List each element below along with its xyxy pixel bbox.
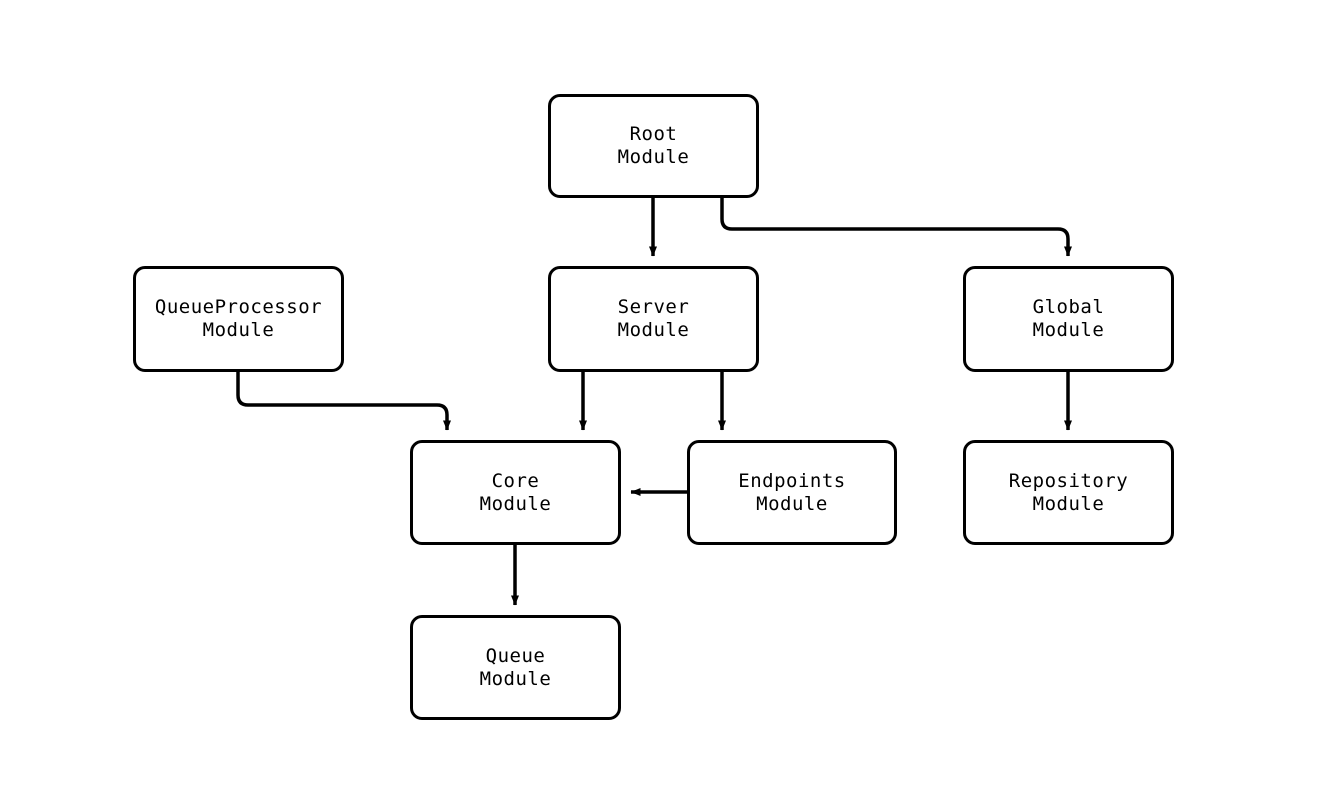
node-core-module[interactable]: Core Module	[410, 440, 621, 545]
edge-root-to-global	[720, 198, 1072, 257]
node-root-module-suffix: Module	[617, 146, 690, 168]
node-repository-module-suffix: Module	[1032, 492, 1105, 515]
node-endpoints-module-suffix: Module	[756, 492, 828, 515]
node-endpoints-module-name: Endpoints	[738, 469, 846, 492]
node-queue-module-name: Queue	[485, 644, 546, 667]
node-server-module[interactable]: Server Module	[548, 266, 759, 372]
node-root-module[interactable]: Root Module	[548, 94, 759, 198]
edge-queueprocessor-to-core	[236, 372, 451, 431]
node-core-module-suffix: Module	[479, 492, 552, 515]
node-queue-module[interactable]: Queue Module	[410, 615, 621, 720]
node-endpoints-module[interactable]: Endpoints Module	[687, 440, 897, 545]
node-queueprocessor-module-suffix: Module	[202, 319, 275, 341]
node-global-module-name: Global	[1032, 296, 1105, 318]
node-queueprocessor-module-name: QueueProcessor	[154, 296, 323, 318]
node-server-module-name: Server	[617, 296, 690, 318]
node-repository-module-name: Repository	[1008, 469, 1129, 492]
node-queueprocessor-module[interactable]: QueueProcessor Module	[133, 266, 344, 372]
node-root-module-name: Root	[629, 123, 678, 145]
node-queue-module-suffix: Module	[479, 667, 552, 690]
node-repository-module[interactable]: Repository Module	[963, 440, 1174, 545]
node-server-module-suffix: Module	[617, 319, 690, 341]
node-core-module-name: Core	[491, 469, 540, 492]
node-global-module[interactable]: Global Module	[963, 266, 1174, 372]
node-global-module-suffix: Module	[1032, 319, 1105, 341]
